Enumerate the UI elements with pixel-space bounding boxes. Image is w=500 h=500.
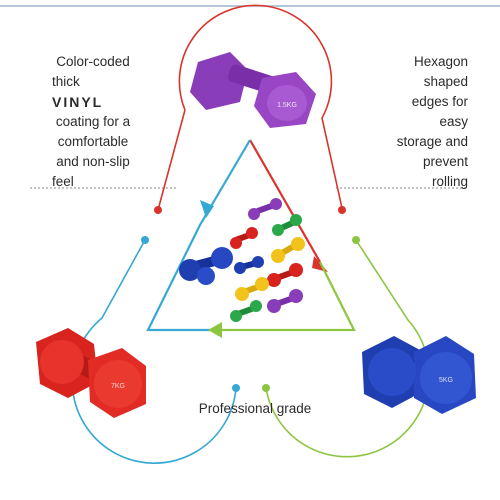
green-dot-bottom <box>262 384 270 392</box>
right-callout-line-6: prevent <box>422 154 468 169</box>
green-arrowhead <box>208 322 222 338</box>
cyan-triangle-arrow <box>146 139 251 332</box>
left-callout-line-7: feel <box>52 174 74 189</box>
purple-dumbbell: 1.5KG <box>190 52 316 128</box>
left-callout-line-5: comfortable <box>57 134 129 149</box>
small-dumbbell-green-2 <box>230 300 262 322</box>
green-triangle-arrow <box>214 261 356 332</box>
right-callout-line-2: shaped <box>423 74 468 89</box>
cyan-arrowhead <box>200 200 214 218</box>
blue-dumbbell: 5KG <box>362 336 476 414</box>
small-dumbbell-red-1 <box>230 227 258 249</box>
red-dot-right <box>338 206 346 214</box>
left-callout-line-3: VINYL <box>52 94 104 110</box>
cyan-dot-bottom <box>232 384 240 392</box>
blue-weight-label: 5KG <box>439 377 453 384</box>
bottom-callout-text: Professional grade <box>198 401 312 416</box>
right-callout-line-5: storage and <box>396 134 468 149</box>
left-callout-text: Color-coded thick VINYL coating for a co… <box>18 52 168 192</box>
small-dumbbell-red-2 <box>267 263 303 287</box>
red-dot-left <box>154 206 162 214</box>
right-callout-line-4: easy <box>439 114 468 129</box>
right-callout-line-3: edges for <box>411 94 468 109</box>
left-callout-line-2: thick <box>52 74 80 89</box>
small-dumbbell-yellow-2 <box>235 277 269 301</box>
right-callout-line-7: rolling <box>431 174 468 189</box>
top-red-ring-left-tail <box>157 109 186 211</box>
left-callout-line-1: Color-coded <box>56 54 130 69</box>
left-callout-line-6: and non-slip <box>56 154 130 169</box>
small-dumbbell-green-1 <box>272 214 302 236</box>
top-red-ring <box>178 4 343 209</box>
right-callout-text: Hexagon shaped edges for easy storage an… <box>350 52 468 192</box>
red-dumbbell: 7KG <box>36 328 146 418</box>
right-callout-line-1: Hexagon <box>413 54 468 69</box>
cyan-dot-top <box>141 236 149 244</box>
small-dumbbell-yellow-1 <box>271 237 305 263</box>
red-triangle-arrow <box>249 139 321 263</box>
small-dumbbell-blue-large <box>179 247 233 285</box>
small-dumbbell-blue-1 <box>234 256 264 274</box>
left-callout-line-4: coating for a <box>55 114 131 129</box>
red-weight-label: 7KG <box>111 383 125 390</box>
dumbbell-set-cluster <box>179 198 305 322</box>
green-dot-top <box>352 236 360 244</box>
small-dumbbell-purple-2 <box>267 289 303 313</box>
purple-weight-label: 1.5KG <box>277 102 297 109</box>
small-dumbbell-purple-1 <box>248 198 282 220</box>
